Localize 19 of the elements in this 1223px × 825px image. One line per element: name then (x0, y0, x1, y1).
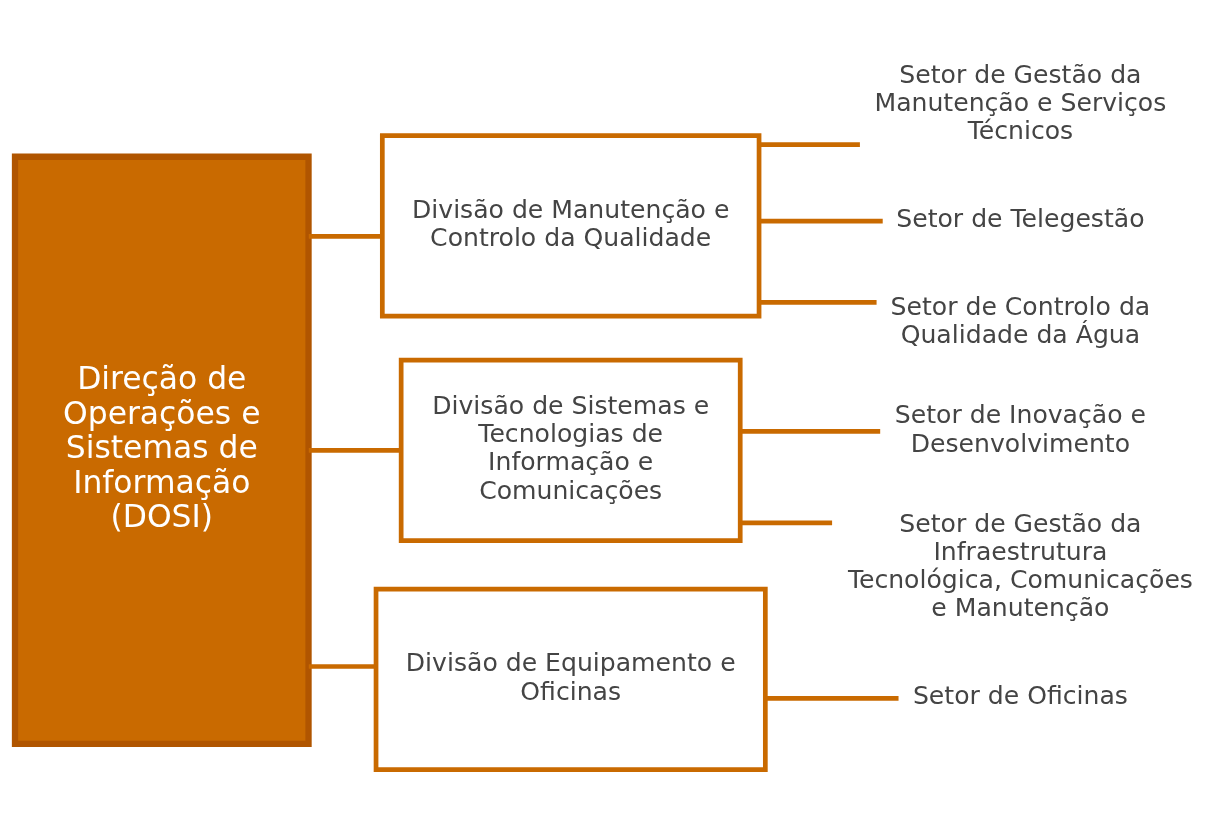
node-text: Setor de Telegestão (896, 203, 1145, 233)
connector (759, 218, 883, 223)
connector (740, 520, 833, 525)
node-text: Setor de Gestão da Manutenção e Serviços Técnicos (874, 59, 1167, 145)
node-text: Setor de Gestão da Infraestrutura Tecnológica, Comunicações e Manutenção (847, 508, 1193, 622)
connector (759, 141, 860, 147)
node-text: Setor de Controlo da Qualidade da Água (890, 291, 1151, 349)
connector (308, 663, 376, 669)
connector (308, 233, 383, 239)
node-text: Setor de Oficinas (912, 680, 1128, 710)
node-box: Divisão de Sistemas e Tecnologias de Informação e Comunicações (398, 357, 743, 543)
node-box: Direção de Operações e Sistemas de Informação (DOSI) (11, 153, 312, 747)
connector (766, 695, 899, 701)
connector (759, 299, 877, 305)
connector (740, 428, 881, 434)
node-text: Setor de Inovação e Desenvolvimento (894, 399, 1147, 458)
node-box: Divisão de Equipamento e Oficinas (373, 586, 768, 772)
node-box: Divisão de Manutenção e Controlo da Qualidade (379, 132, 762, 318)
connector (308, 447, 401, 453)
